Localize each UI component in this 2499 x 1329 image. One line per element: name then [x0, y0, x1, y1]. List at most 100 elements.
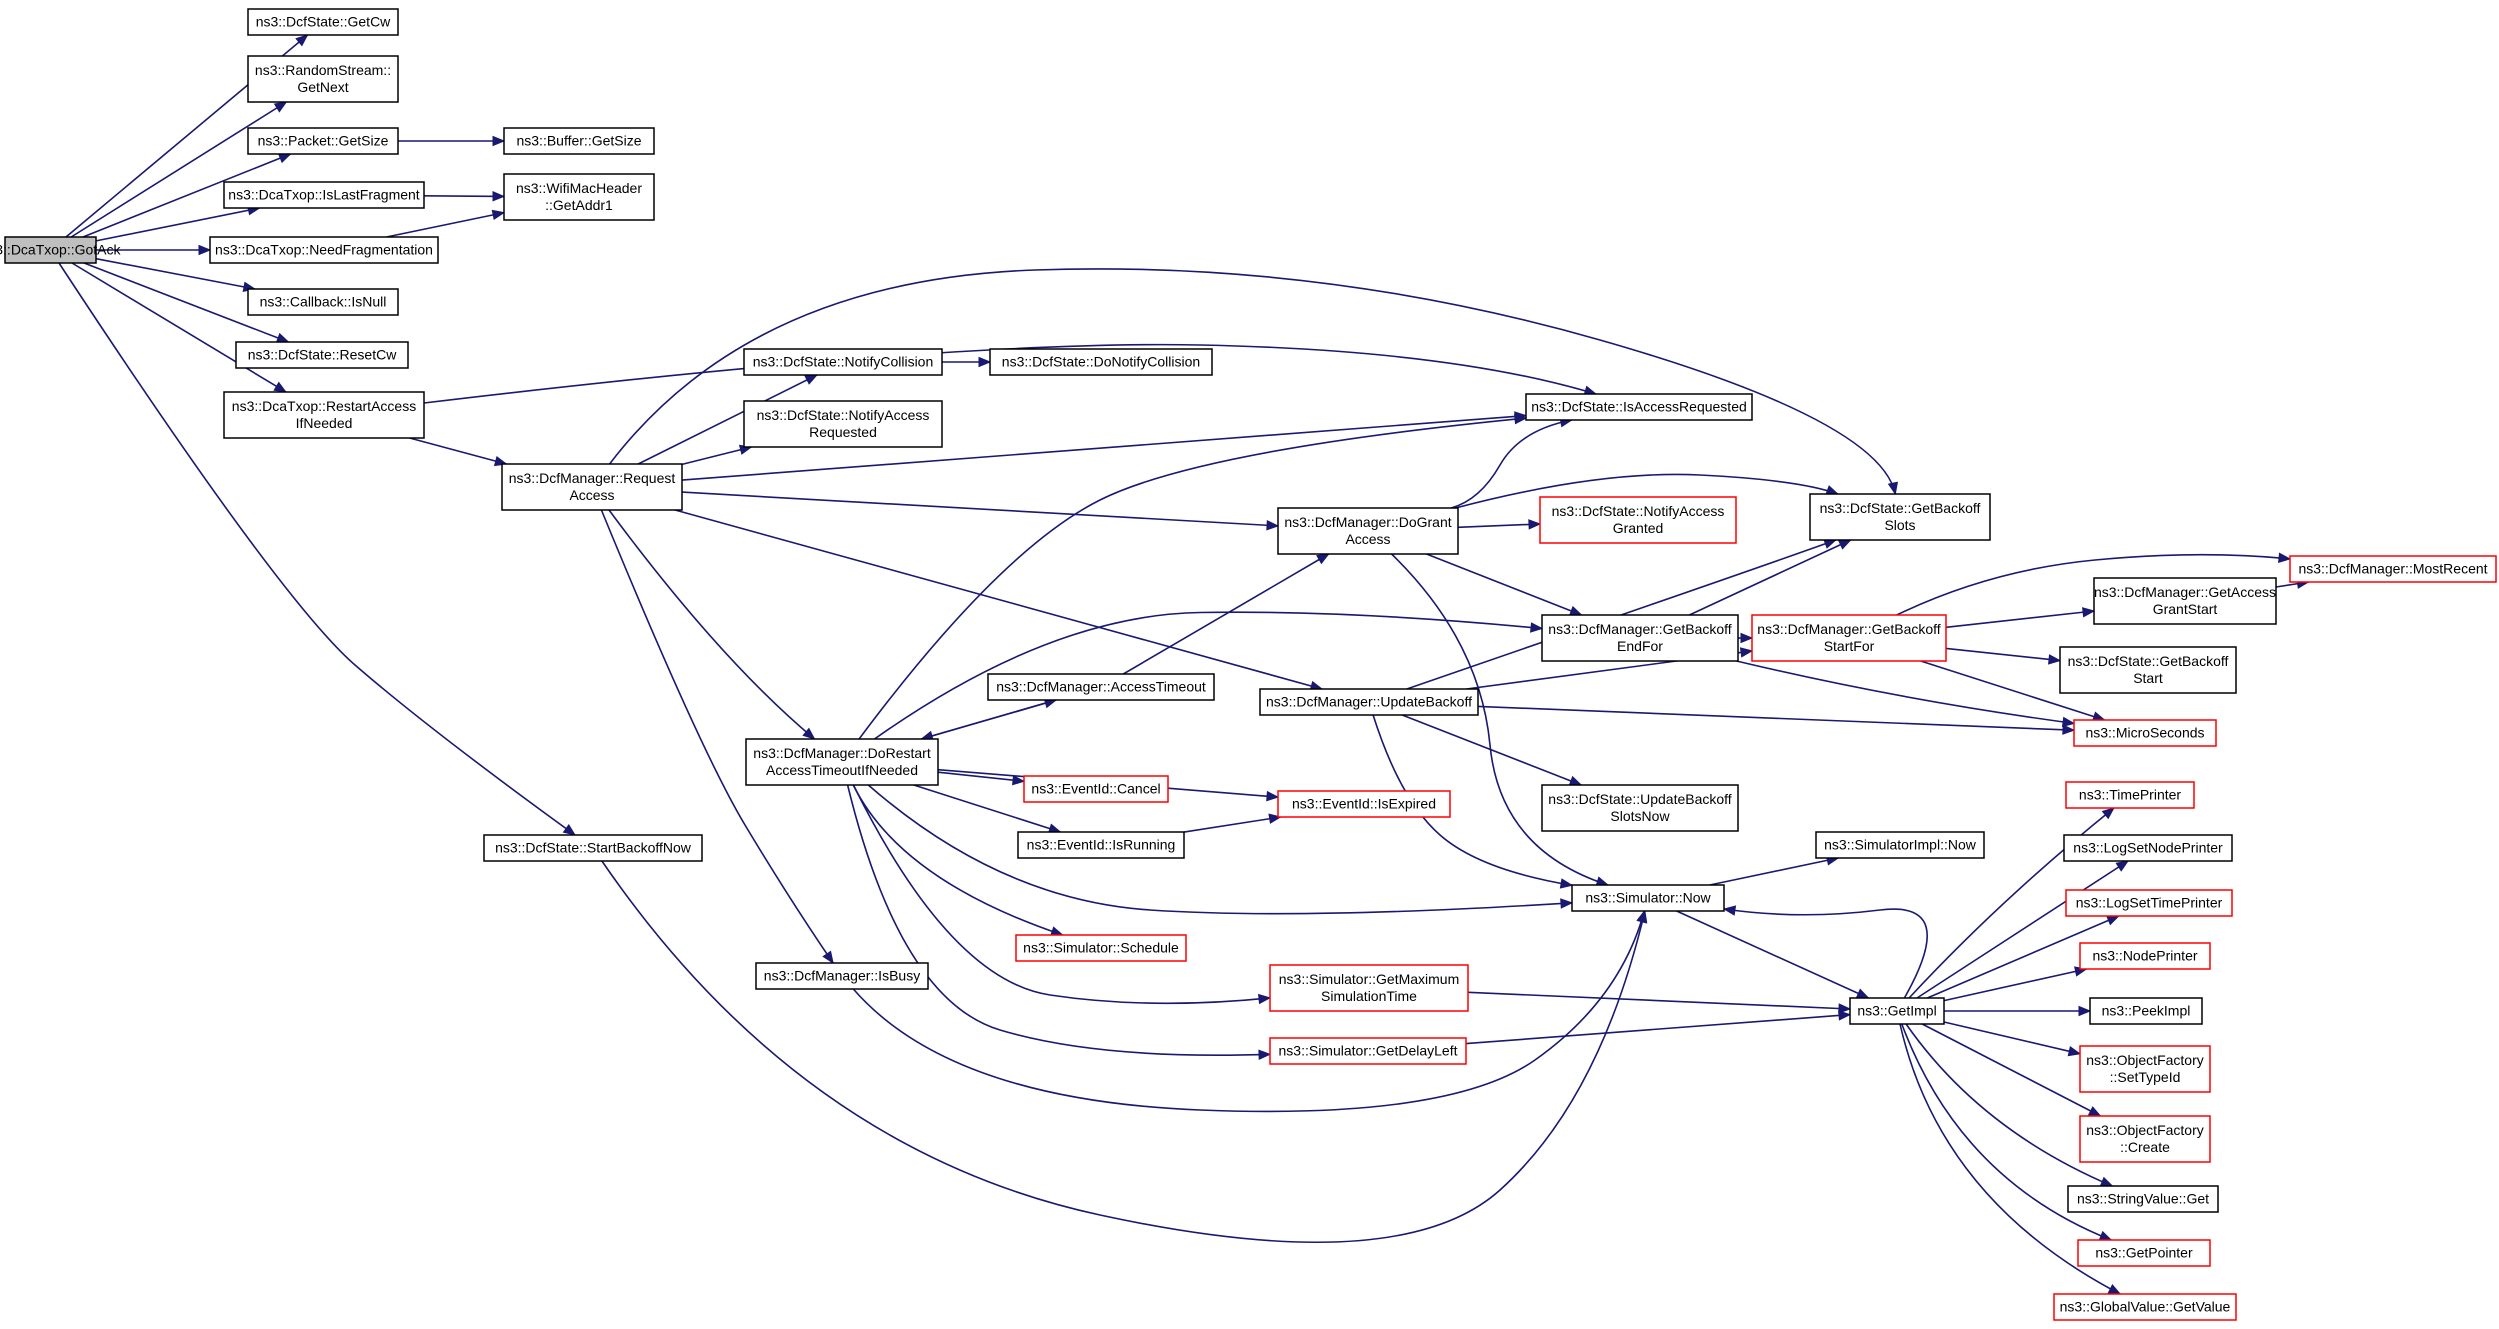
node-ofsettypeid[interactable]: ns3::ObjectFactory::SetTypeId: [2079, 1045, 2211, 1093]
node-label: ns3::StringValue::Get: [2077, 1191, 2209, 1207]
node-logsettimeprinter[interactable]: ns3::LogSetTimePrinter: [2065, 889, 2233, 917]
edge-reqaccess-to-isaccreq: [681, 414, 1527, 481]
node-timeprinter[interactable]: ns3::TimePrinter: [2065, 781, 2195, 809]
node-isaccreq[interactable]: ns3::DcfState::IsAccessRequested: [1525, 393, 1753, 421]
node-label: ns3::MicroSeconds: [2085, 725, 2204, 741]
arrowhead-simnow-to-getimpl: [1855, 988, 1870, 999]
node-islastfrag[interactable]: ns3::DcaTxop::IsLastFragment: [223, 181, 425, 209]
node-getaddr1[interactable]: ns3::WifiMacHeader::GetAddr1: [503, 173, 655, 221]
arrowhead-getimpl-to-ofsettypeid: [2067, 1046, 2082, 1057]
arrowhead-getdelayleft-to-getimpl: [1838, 1010, 1852, 1021]
arrowhead-getbackoffendfor-to-microseconds: [2061, 716, 2076, 728]
node-box: [745, 738, 939, 786]
edge-updatebackoff-to-simnow: [1372, 714, 1573, 887]
node-box: [1815, 831, 1985, 859]
arrowhead-getbackoffendfor-to-getbackoffslots: [1837, 539, 1852, 550]
node-box: [1541, 614, 1739, 662]
edge-getdelayleft-to-getimpl: [1465, 1013, 1851, 1045]
node-nodeprinter[interactable]: ns3::NodePrinter: [2079, 942, 2211, 970]
node-isexpired[interactable]: ns3::EventId::IsExpired: [1277, 790, 1451, 818]
node-label: ns3::DcfState::ResetCw: [248, 347, 398, 363]
edge-getimpl-to-logsetnodeprinter: [1916, 860, 2129, 999]
node-label: ns3::WifiMacHeader: [516, 180, 642, 196]
node-box: [2077, 1239, 2211, 1267]
node-label: AccessTimeoutIfNeeded: [766, 762, 918, 778]
node-gotack[interactable]: ns3::DcaTxop::GotAck: [0, 236, 122, 264]
node-getcw[interactable]: ns3::DcfState::GetCw: [247, 8, 399, 36]
node-box: [247, 127, 399, 155]
node-box: [2053, 1293, 2237, 1321]
node-getpointer[interactable]: ns3::GetPointer: [2077, 1239, 2211, 1267]
node-box: [2065, 889, 2233, 917]
arrowhead-getbackoffstartfor-to-mostrecent: [2278, 552, 2292, 563]
node-peekimpl[interactable]: ns3::PeekImpl: [2089, 997, 2203, 1025]
node-box: [209, 236, 439, 264]
node-strvalget[interactable]: ns3::StringValue::Get: [2067, 1185, 2219, 1213]
node-simimplnow[interactable]: ns3::SimulatorImpl::Now: [1815, 831, 1985, 859]
node-rsgetnext[interactable]: ns3::RandomStream::GetNext: [247, 55, 399, 103]
edge-acctimeout-to-dogrant: [1122, 553, 1330, 675]
node-box: [2067, 1185, 2219, 1213]
node-label: ns3::DcfManager::DoGrant: [1284, 514, 1451, 530]
edge-dorestart-to-simnow: [867, 784, 1573, 915]
edge-needfrag-to-getaddr1: [386, 211, 505, 238]
edge-dorestart-to-getmaxsim: [852, 784, 1271, 1005]
node-label: ns3::DcfState::GetBackoff: [1820, 500, 1981, 516]
node-isbusy[interactable]: ns3::DcfManager::IsBusy: [755, 962, 929, 990]
node-acctimeout[interactable]: ns3::DcfManager::AccessTimeout: [987, 673, 1215, 701]
node-getimpl[interactable]: ns3::GetImpl: [1849, 997, 1945, 1025]
edge-dorestart-to-cancel: [937, 771, 1025, 783]
node-schedule[interactable]: ns3::Simulator::Schedule: [1015, 934, 1187, 962]
node-bufgetsize[interactable]: ns3::Buffer::GetSize: [503, 127, 655, 155]
node-resetcw[interactable]: ns3::DcfState::ResetCw: [235, 341, 409, 369]
node-needfrag[interactable]: ns3::DcaTxop::NeedFragmentation: [209, 236, 439, 264]
node-startbackoffnow[interactable]: ns3::DcfState::StartBackoffNow: [483, 834, 703, 862]
node-cancel[interactable]: ns3::EventId::Cancel: [1023, 775, 1169, 803]
node-ofcreate[interactable]: ns3::ObjectFactory::Create: [2079, 1115, 2211, 1163]
edge-dogrant-to-isaccreq: [1450, 419, 1572, 509]
arrowhead-gotack-to-resetcw: [275, 332, 290, 343]
node-box: [1525, 393, 1753, 421]
edge-isrunning-to-isexpired: [1183, 816, 1281, 833]
node-isrunning[interactable]: ns3::EventId::IsRunning: [1017, 831, 1185, 859]
node-label: ns3::RandomStream::: [255, 62, 391, 78]
node-cbisnull[interactable]: ns3::Callback::IsNull: [247, 288, 399, 316]
edge-reqaccess-to-dogrant: [681, 491, 1279, 527]
node-getdelayleft[interactable]: ns3::Simulator::GetDelayLeft: [1269, 1037, 1467, 1065]
node-box: [2079, 1115, 2211, 1163]
node-simnow[interactable]: ns3::Simulator::Now: [1571, 884, 1725, 912]
node-label: Access: [569, 487, 614, 503]
node-box: [2073, 719, 2217, 747]
node-logsetnodeprinter[interactable]: ns3::LogSetNodePrinter: [2063, 834, 2233, 862]
arrowhead-gotack-to-startbackoffnow: [562, 824, 577, 836]
node-mostrecent[interactable]: ns3::DcfManager::MostRecent: [2289, 555, 2497, 583]
edge-getimpl-to-logsettimeprinter: [1926, 915, 2120, 999]
arrowhead-getimpl-to-getpointer: [2098, 1230, 2113, 1241]
node-label: ns3::PeekImpl: [2102, 1003, 2191, 1019]
node-updatebackoff[interactable]: ns3::DcfManager::UpdateBackoff: [1259, 688, 1479, 716]
node-notifycoll[interactable]: ns3::DcfState::NotifyCollision: [743, 348, 943, 376]
arrowhead-reqaccess-to-getbackoffslots: [1887, 481, 1899, 496]
node-label: ns3::DcaTxop::IsLastFragment: [228, 187, 420, 203]
node-pktgetsize[interactable]: ns3::Packet::GetSize: [247, 127, 399, 155]
node-donotifycoll[interactable]: ns3::DcfState::DoNotifyCollision: [989, 348, 1213, 376]
node-microseconds[interactable]: ns3::MicroSeconds: [2073, 719, 2217, 747]
arrowhead-dorestart-to-getbackoffendfor: [1530, 622, 1544, 633]
node-label: ns3::GetImpl: [1857, 1003, 1936, 1019]
node-gvgetvalue[interactable]: ns3::GlobalValue::GetValue: [2053, 1293, 2237, 1321]
node-label: ns3::TimePrinter: [2079, 787, 2182, 803]
node-dorestart[interactable]: ns3::DcfManager::DoRestartAccessTimeoutI…: [745, 738, 939, 786]
node-label: StartFor: [1824, 638, 1875, 654]
